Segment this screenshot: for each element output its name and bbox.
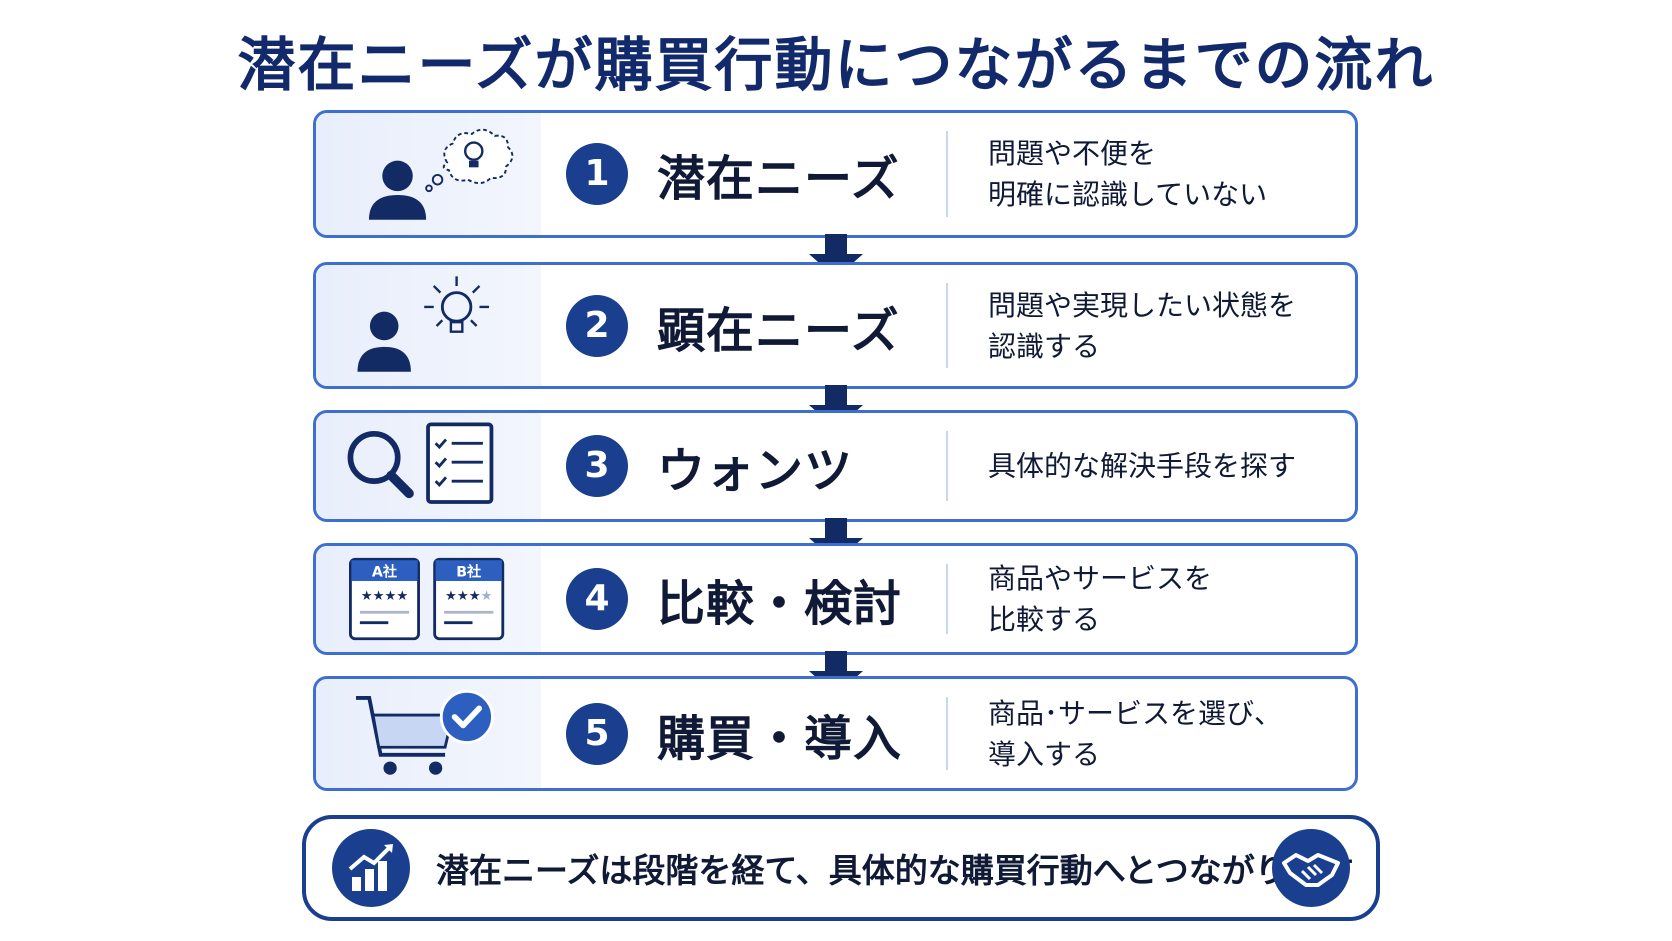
card-a-stars: ★★★★ xyxy=(361,589,409,604)
step-5-divider xyxy=(946,697,948,770)
step-1-description: 問題や不便を 明確に認識していない xyxy=(988,133,1338,215)
card-b-label: B社 xyxy=(456,563,481,580)
step-1-desc-line: 明確に認識していない xyxy=(988,178,1268,211)
step-3-number: 3 xyxy=(566,435,628,497)
step-4-desc-line: 比較する xyxy=(988,603,1101,636)
step-2-divider xyxy=(946,283,948,368)
step-3-card: 3 ウォンツ 具体的な解決手段を探す xyxy=(313,410,1358,522)
person-lightbulb-icon xyxy=(316,265,541,386)
step-4-card: A社 ★★★★ B社 ★★★★ 4 比較・検討 商品やサービスを 比較する xyxy=(313,543,1358,655)
summary-text: 潜在ニーズは段階を経て、具体的な購買行動へとつながります xyxy=(436,851,1354,890)
step-4-description: 商品やサービスを 比較する xyxy=(988,558,1338,640)
step-2-name: 顕在ニーズ xyxy=(657,302,900,359)
step-1-desc-line: 問題や不便を xyxy=(988,137,1157,170)
step-3-desc-line: 具体的な解決手段を探す xyxy=(988,449,1297,483)
thinking-person-icon xyxy=(316,113,541,235)
step-1-number: 1 xyxy=(566,143,628,205)
step-4-name: 比較・検討 xyxy=(657,576,903,632)
card-b-stars: ★★★★ xyxy=(445,589,493,604)
handshake-icon xyxy=(1272,829,1350,907)
compare-cards-icon: A社 ★★★★ B社 ★★★★ xyxy=(316,546,541,652)
summary-banner: 潜在ニーズは段階を経て、具体的な購買行動へとつながります xyxy=(302,815,1380,921)
step-2-desc-line: 認識する xyxy=(988,329,1101,363)
growth-chart-icon xyxy=(332,829,410,907)
step-4-number: 4 xyxy=(566,568,628,630)
down-arrow-icon xyxy=(809,385,863,429)
card-a-label: A社 xyxy=(372,563,397,580)
page-title: 潜在ニーズが購買行動につながるまでの流れ xyxy=(237,31,1435,99)
step-2-card: 2 顕在ニーズ 問題や実現したい状態を 認識する xyxy=(313,262,1358,389)
step-3-name: ウォンツ xyxy=(657,443,854,499)
down-arrow-icon xyxy=(809,518,863,562)
step-2-desc-line: 問題や実現したい状態を xyxy=(988,288,1297,322)
step-5-card: 5 購買・導入 商品･サービスを選び、 導入する xyxy=(313,676,1358,791)
down-arrow-icon xyxy=(809,234,863,278)
step-2-number: 2 xyxy=(566,294,628,357)
step-5-number: 5 xyxy=(566,702,628,765)
step-2-description: 問題や実現したい状態を 認識する xyxy=(988,285,1338,367)
step-5-desc-line: 商品･サービスを選び、 xyxy=(988,696,1283,730)
step-1-divider xyxy=(946,131,948,217)
step-4-desc-line: 商品やサービスを xyxy=(988,562,1213,595)
step-3-description: 具体的な解決手段を探す xyxy=(988,446,1338,487)
step-1-card: 1 潜在ニーズ 問題や不便を 明確に認識していない xyxy=(313,110,1358,238)
step-3-divider xyxy=(946,431,948,501)
step-5-description: 商品･サービスを選び、 導入する xyxy=(988,693,1338,775)
down-arrow-icon xyxy=(809,651,863,695)
step-1-name: 潜在ニーズ xyxy=(657,151,900,207)
search-checklist-icon xyxy=(316,413,541,519)
step-4-divider xyxy=(946,564,948,634)
cart-check-icon xyxy=(316,679,541,788)
step-5-name: 購買・導入 xyxy=(657,710,903,767)
step-5-desc-line: 導入する xyxy=(988,737,1101,771)
